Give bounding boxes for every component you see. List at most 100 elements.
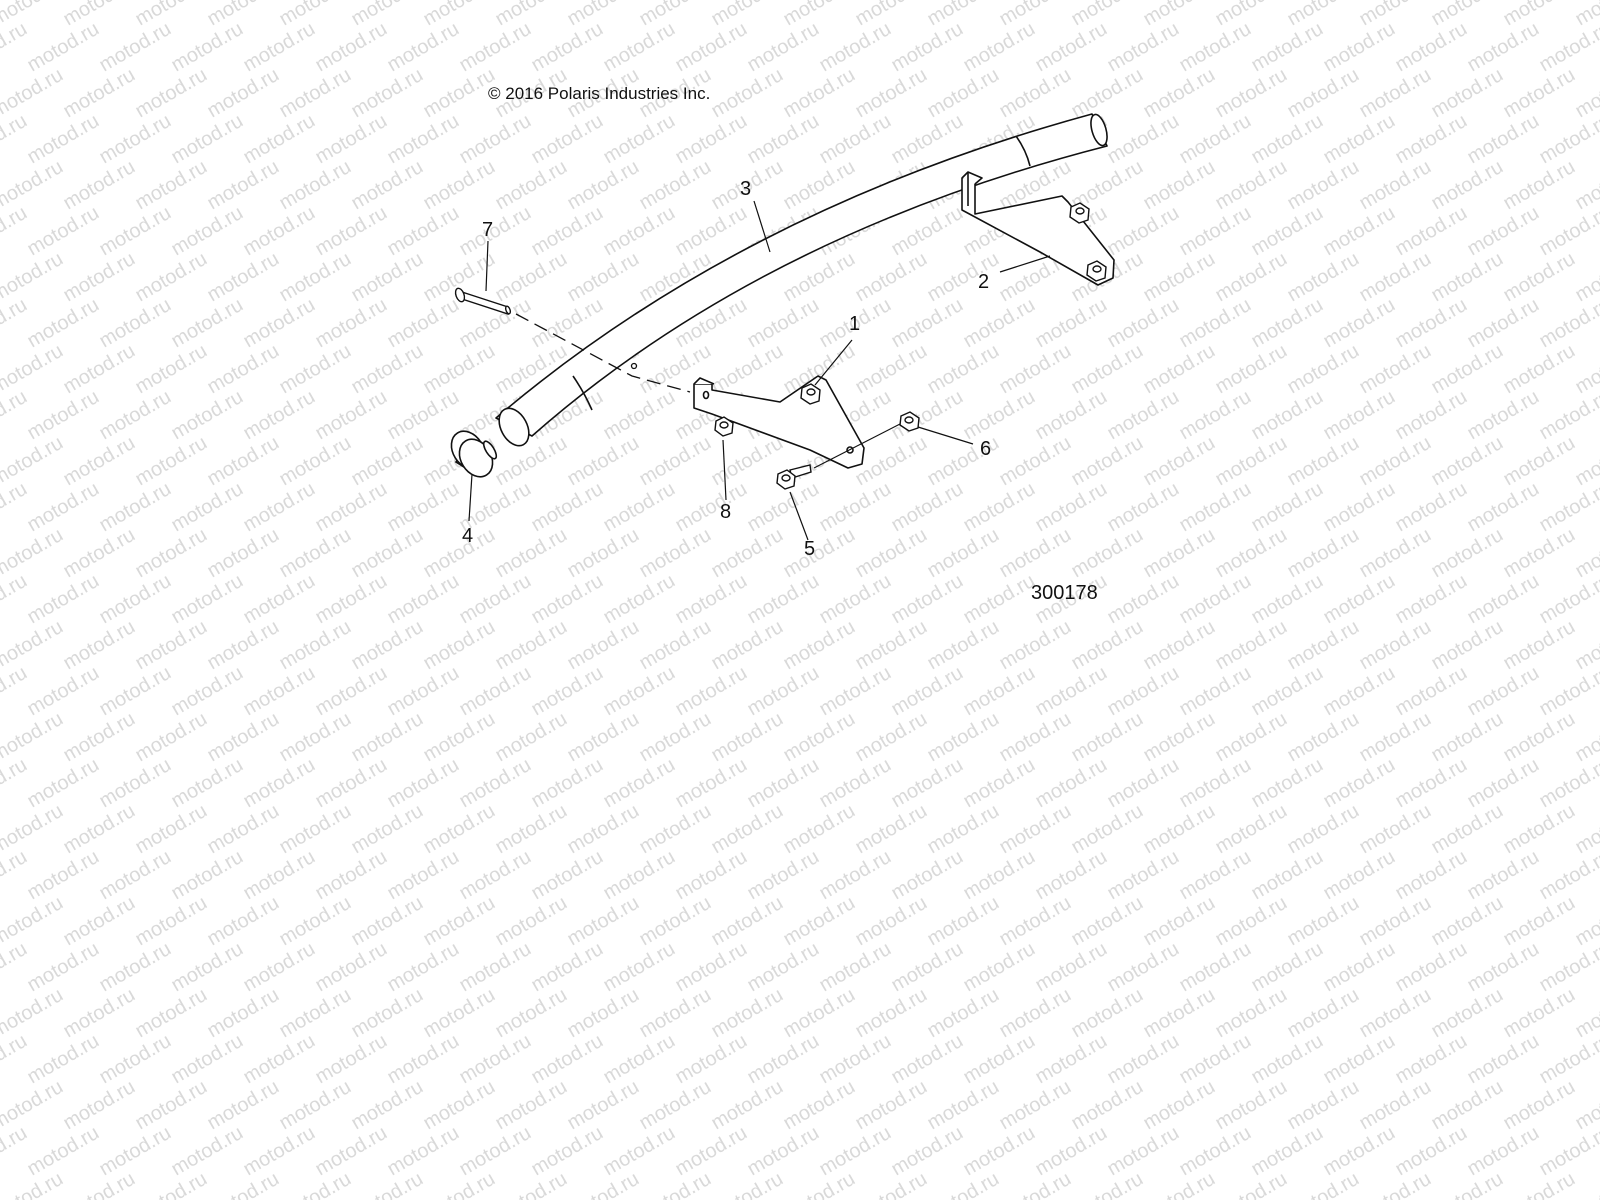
watermark-text: motod.ru [636, 524, 715, 583]
watermark-text: motod.ru [1104, 1030, 1183, 1089]
watermark-text: motod.ru [1500, 984, 1579, 1043]
watermark-text: motod.ru [708, 432, 787, 491]
watermark-text: motod.ru [1248, 202, 1327, 261]
callout-4: 4 [462, 525, 473, 547]
watermark-text: motod.ru [420, 800, 499, 859]
watermark-text: motod.ru [456, 110, 535, 169]
watermark-text: motod.ru [0, 478, 31, 537]
watermark-text: motod.ru [1464, 478, 1543, 537]
nut-icon [800, 383, 821, 405]
watermark-text: motod.ru [96, 1030, 175, 1089]
watermark-text: motod.ru [996, 432, 1075, 491]
watermark-text: motod.ru [1032, 1030, 1111, 1089]
watermark-text: motod.ru [1140, 64, 1219, 123]
watermark-text: motod.ru [96, 294, 175, 353]
watermark-text: motod.ru [1284, 340, 1363, 399]
watermark-text: motod.ru [600, 662, 679, 721]
watermark-text: motod.ru [1356, 156, 1435, 215]
watermark-text: motod.ru [528, 754, 607, 813]
watermark-text: motod.ru [132, 0, 211, 30]
watermark-text: motod.ru [960, 478, 1039, 537]
watermark-text: motod.ru [384, 386, 463, 445]
watermark-text: motod.ru [312, 938, 391, 997]
watermark-text: motod.ru [960, 938, 1039, 997]
watermark-text: motod.ru [1284, 64, 1363, 123]
watermark-text: motod.ru [816, 478, 895, 537]
watermark-text: motod.ru [456, 846, 535, 905]
watermark-text: motod.ru [1104, 1122, 1183, 1181]
watermark-text: motod.ru [276, 432, 355, 491]
watermark-text: motod.ru [1248, 18, 1327, 77]
tube-hole [630, 362, 638, 370]
watermark-text: motod.ru [312, 110, 391, 169]
watermark-text: motod.ru [1104, 662, 1183, 721]
watermark-text: motod.ru [168, 202, 247, 261]
watermark-text: motod.ru [708, 892, 787, 951]
figure-number: 300178 [1031, 582, 1098, 604]
watermark-text: motod.ru [1284, 800, 1363, 859]
watermark-text: motod.ru [1212, 616, 1291, 675]
watermark-text: motod.ru [1500, 432, 1579, 491]
watermark-text: motod.ru [1104, 570, 1183, 629]
watermark-text: motod.ru [1428, 800, 1507, 859]
watermark-text: motod.ru [348, 248, 427, 307]
watermark-text: motod.ru [1392, 294, 1471, 353]
watermark-text: motod.ru [528, 662, 607, 721]
watermark-text: motod.ru [132, 156, 211, 215]
watermark-text: motod.ru [1176, 570, 1255, 629]
watermark-text: motod.ru [240, 294, 319, 353]
watermark-text: motod.ru [312, 386, 391, 445]
watermark-text: motod.ru [1284, 432, 1363, 491]
watermark-text: motod.ru [1500, 156, 1579, 215]
watermark-text: motod.ru [564, 984, 643, 1043]
watermark-text: motod.ru [1104, 18, 1183, 77]
watermark-text: motod.ru [0, 294, 31, 353]
watermark-text: motod.ru [132, 616, 211, 675]
watermark-text: motod.ru [1176, 662, 1255, 721]
watermark-text: motod.ru [1464, 18, 1543, 77]
callout-7: 7 [482, 219, 493, 241]
watermark-text: motod.ru [24, 938, 103, 997]
watermark-text: motod.ru [60, 708, 139, 767]
watermark-text: motod.ru [132, 340, 211, 399]
watermark-text: motod.ru [600, 1122, 679, 1181]
nut-part-6 [899, 411, 920, 432]
assembly-line [813, 423, 901, 469]
watermark-text: motod.ru [1212, 0, 1291, 30]
watermark-text: motod.ru [240, 662, 319, 721]
watermark-text: motod.ru [600, 386, 679, 445]
watermark-text: motod.ru [1356, 800, 1435, 859]
watermark-text: motod.ru [528, 202, 607, 261]
leader-lines [468, 200, 1051, 541]
watermark-text: motod.ru [1464, 386, 1543, 445]
watermark-text: motod.ru [240, 478, 319, 537]
callout-8: 8 [720, 501, 731, 523]
watermark-text: motod.ru [168, 570, 247, 629]
nut-icon [1086, 260, 1107, 282]
watermark-text: motod.ru [1176, 386, 1255, 445]
watermark-text: motod.ru [672, 754, 751, 813]
watermark-text: motod.ru [528, 110, 607, 169]
watermark-text: motod.ru [1140, 1076, 1219, 1135]
watermark-text: motod.ru [528, 570, 607, 629]
watermark-text: motod.ru [672, 478, 751, 537]
watermark-text: motod.ru [312, 202, 391, 261]
watermark-text: motod.ru [492, 800, 571, 859]
watermark-text: motod.ru [1248, 110, 1327, 169]
watermark-text: motod.ru [204, 524, 283, 583]
watermark-text: motod.ru [1248, 846, 1327, 905]
watermark-text: motod.ru [1356, 64, 1435, 123]
watermark-text: motod.ru [708, 340, 787, 399]
watermark-text: motod.ru [744, 570, 823, 629]
watermark-text: motod.ru [636, 892, 715, 951]
watermark-text: motod.ru [1428, 708, 1507, 767]
watermark-text: motod.ru [672, 570, 751, 629]
watermark-text: motod.ru [744, 754, 823, 813]
watermark-text: motod.ru [1500, 524, 1579, 583]
watermark-text: motod.ru [1320, 110, 1399, 169]
watermark-text: motod.ru [384, 754, 463, 813]
watermark-text: motod.ru [240, 1122, 319, 1181]
watermark-text: motod.ru [888, 754, 967, 813]
watermark-text: motod.ru [816, 110, 895, 169]
watermark-text: motod.ru [888, 1030, 967, 1089]
